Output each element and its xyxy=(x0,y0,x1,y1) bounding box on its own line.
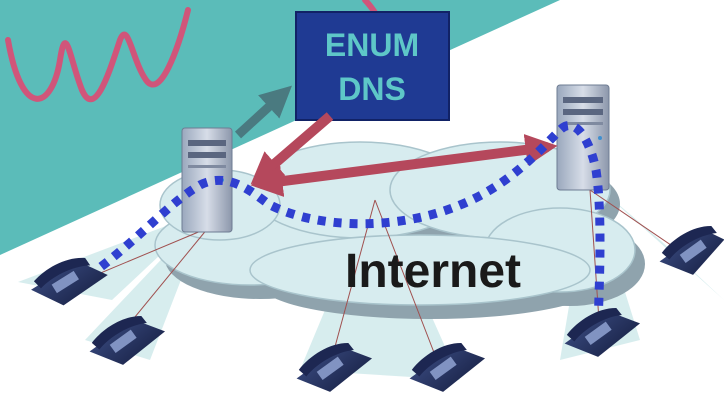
telephone-icon xyxy=(31,257,108,306)
telephone-icon xyxy=(89,315,166,365)
call-path xyxy=(72,121,605,326)
enum-label: ENUM xyxy=(325,27,419,63)
enum-dns-box: ENUM DNS xyxy=(295,11,450,121)
internet-label: Internet xyxy=(345,245,521,298)
server-icon xyxy=(181,127,233,233)
telephone-icon xyxy=(659,225,724,275)
server-icon xyxy=(556,84,610,191)
telephone-icon xyxy=(409,342,486,392)
telephone-icon xyxy=(296,342,373,392)
dns-label: DNS xyxy=(338,71,406,107)
enum-query-arrow xyxy=(234,85,292,139)
telephone-icon xyxy=(564,307,641,357)
signaling-arrow xyxy=(250,133,558,198)
decoration-curve xyxy=(5,7,191,103)
